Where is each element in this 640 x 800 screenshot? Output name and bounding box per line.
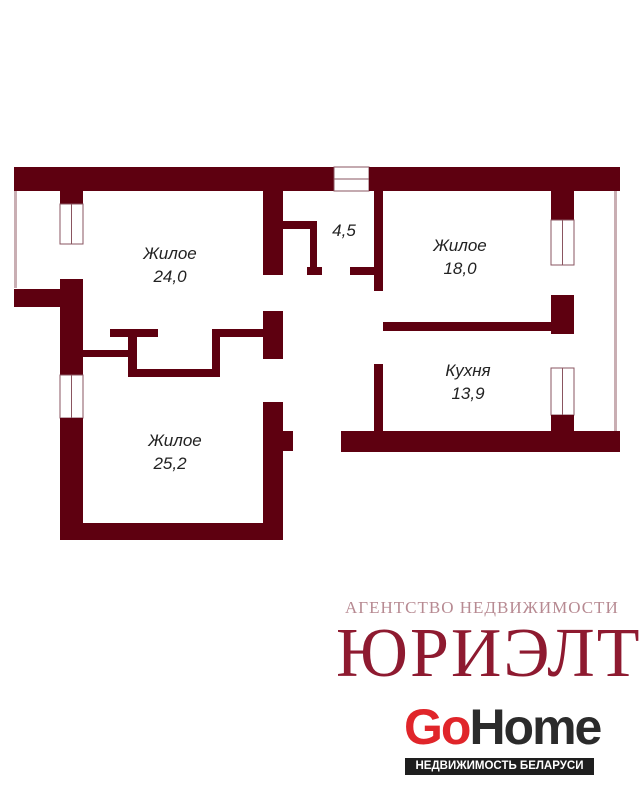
partition	[128, 337, 137, 377]
balcony-right-edge	[614, 191, 617, 431]
partition	[110, 329, 158, 337]
wall-top-right	[369, 167, 620, 191]
room-name: Жилое	[148, 431, 202, 450]
logo-go: Go	[404, 699, 471, 755]
wall-bottom-left	[60, 523, 283, 540]
partition	[310, 221, 317, 271]
room-name: Жилое	[433, 236, 487, 255]
pillar	[263, 311, 283, 359]
partition	[83, 350, 130, 357]
pillar	[551, 295, 574, 334]
room-label-living-3: Жилое 25,2	[125, 429, 225, 475]
wall-bottom-right	[341, 431, 620, 452]
wall-kitchen	[374, 364, 383, 431]
room-area: 25,2	[153, 454, 187, 473]
wall-right-lower	[263, 402, 283, 540]
partition	[307, 267, 322, 275]
wall-stub-left	[14, 289, 60, 307]
wall-middle	[263, 191, 283, 275]
room-name: Кухня	[445, 361, 491, 380]
room-label-kitchen: Кухня 13,9	[418, 359, 518, 405]
balcony-left-edge	[14, 191, 17, 288]
wall-top-left	[14, 167, 334, 191]
wall-stub	[283, 431, 293, 451]
agency-logo: ЮРИЭЛТ	[336, 615, 640, 692]
wall-left	[60, 279, 83, 375]
wall-right-room	[374, 191, 383, 291]
room-area: 4,5	[332, 221, 356, 240]
partition	[383, 322, 551, 331]
partition	[283, 221, 317, 229]
wall-left-lower	[60, 418, 83, 540]
room-label-living-2: Жилое 18,0	[410, 234, 510, 280]
partition	[212, 329, 220, 377]
logo-tagline: НЕДВИЖИМОСТЬ БЕЛАРУСИ	[405, 758, 594, 775]
pillar	[551, 415, 574, 431]
gohome-logo: GoHome	[404, 699, 602, 755]
room-area: 24,0	[153, 267, 187, 286]
room-label-bathroom: 4,5	[294, 219, 394, 242]
room-name: Жилое	[143, 244, 197, 263]
room-area: 13,9	[451, 384, 485, 403]
room-label-living-1: Жилое 24,0	[120, 242, 220, 288]
pillar	[60, 191, 83, 204]
logo-home: Home	[469, 699, 602, 755]
partition	[212, 329, 263, 337]
partition	[350, 267, 374, 275]
pillar	[551, 191, 574, 220]
agency-tagline: АГЕНТСТВО НЕДВИЖИМОСТИ	[345, 598, 619, 617]
room-area: 18,0	[443, 259, 477, 278]
partition	[128, 369, 220, 377]
